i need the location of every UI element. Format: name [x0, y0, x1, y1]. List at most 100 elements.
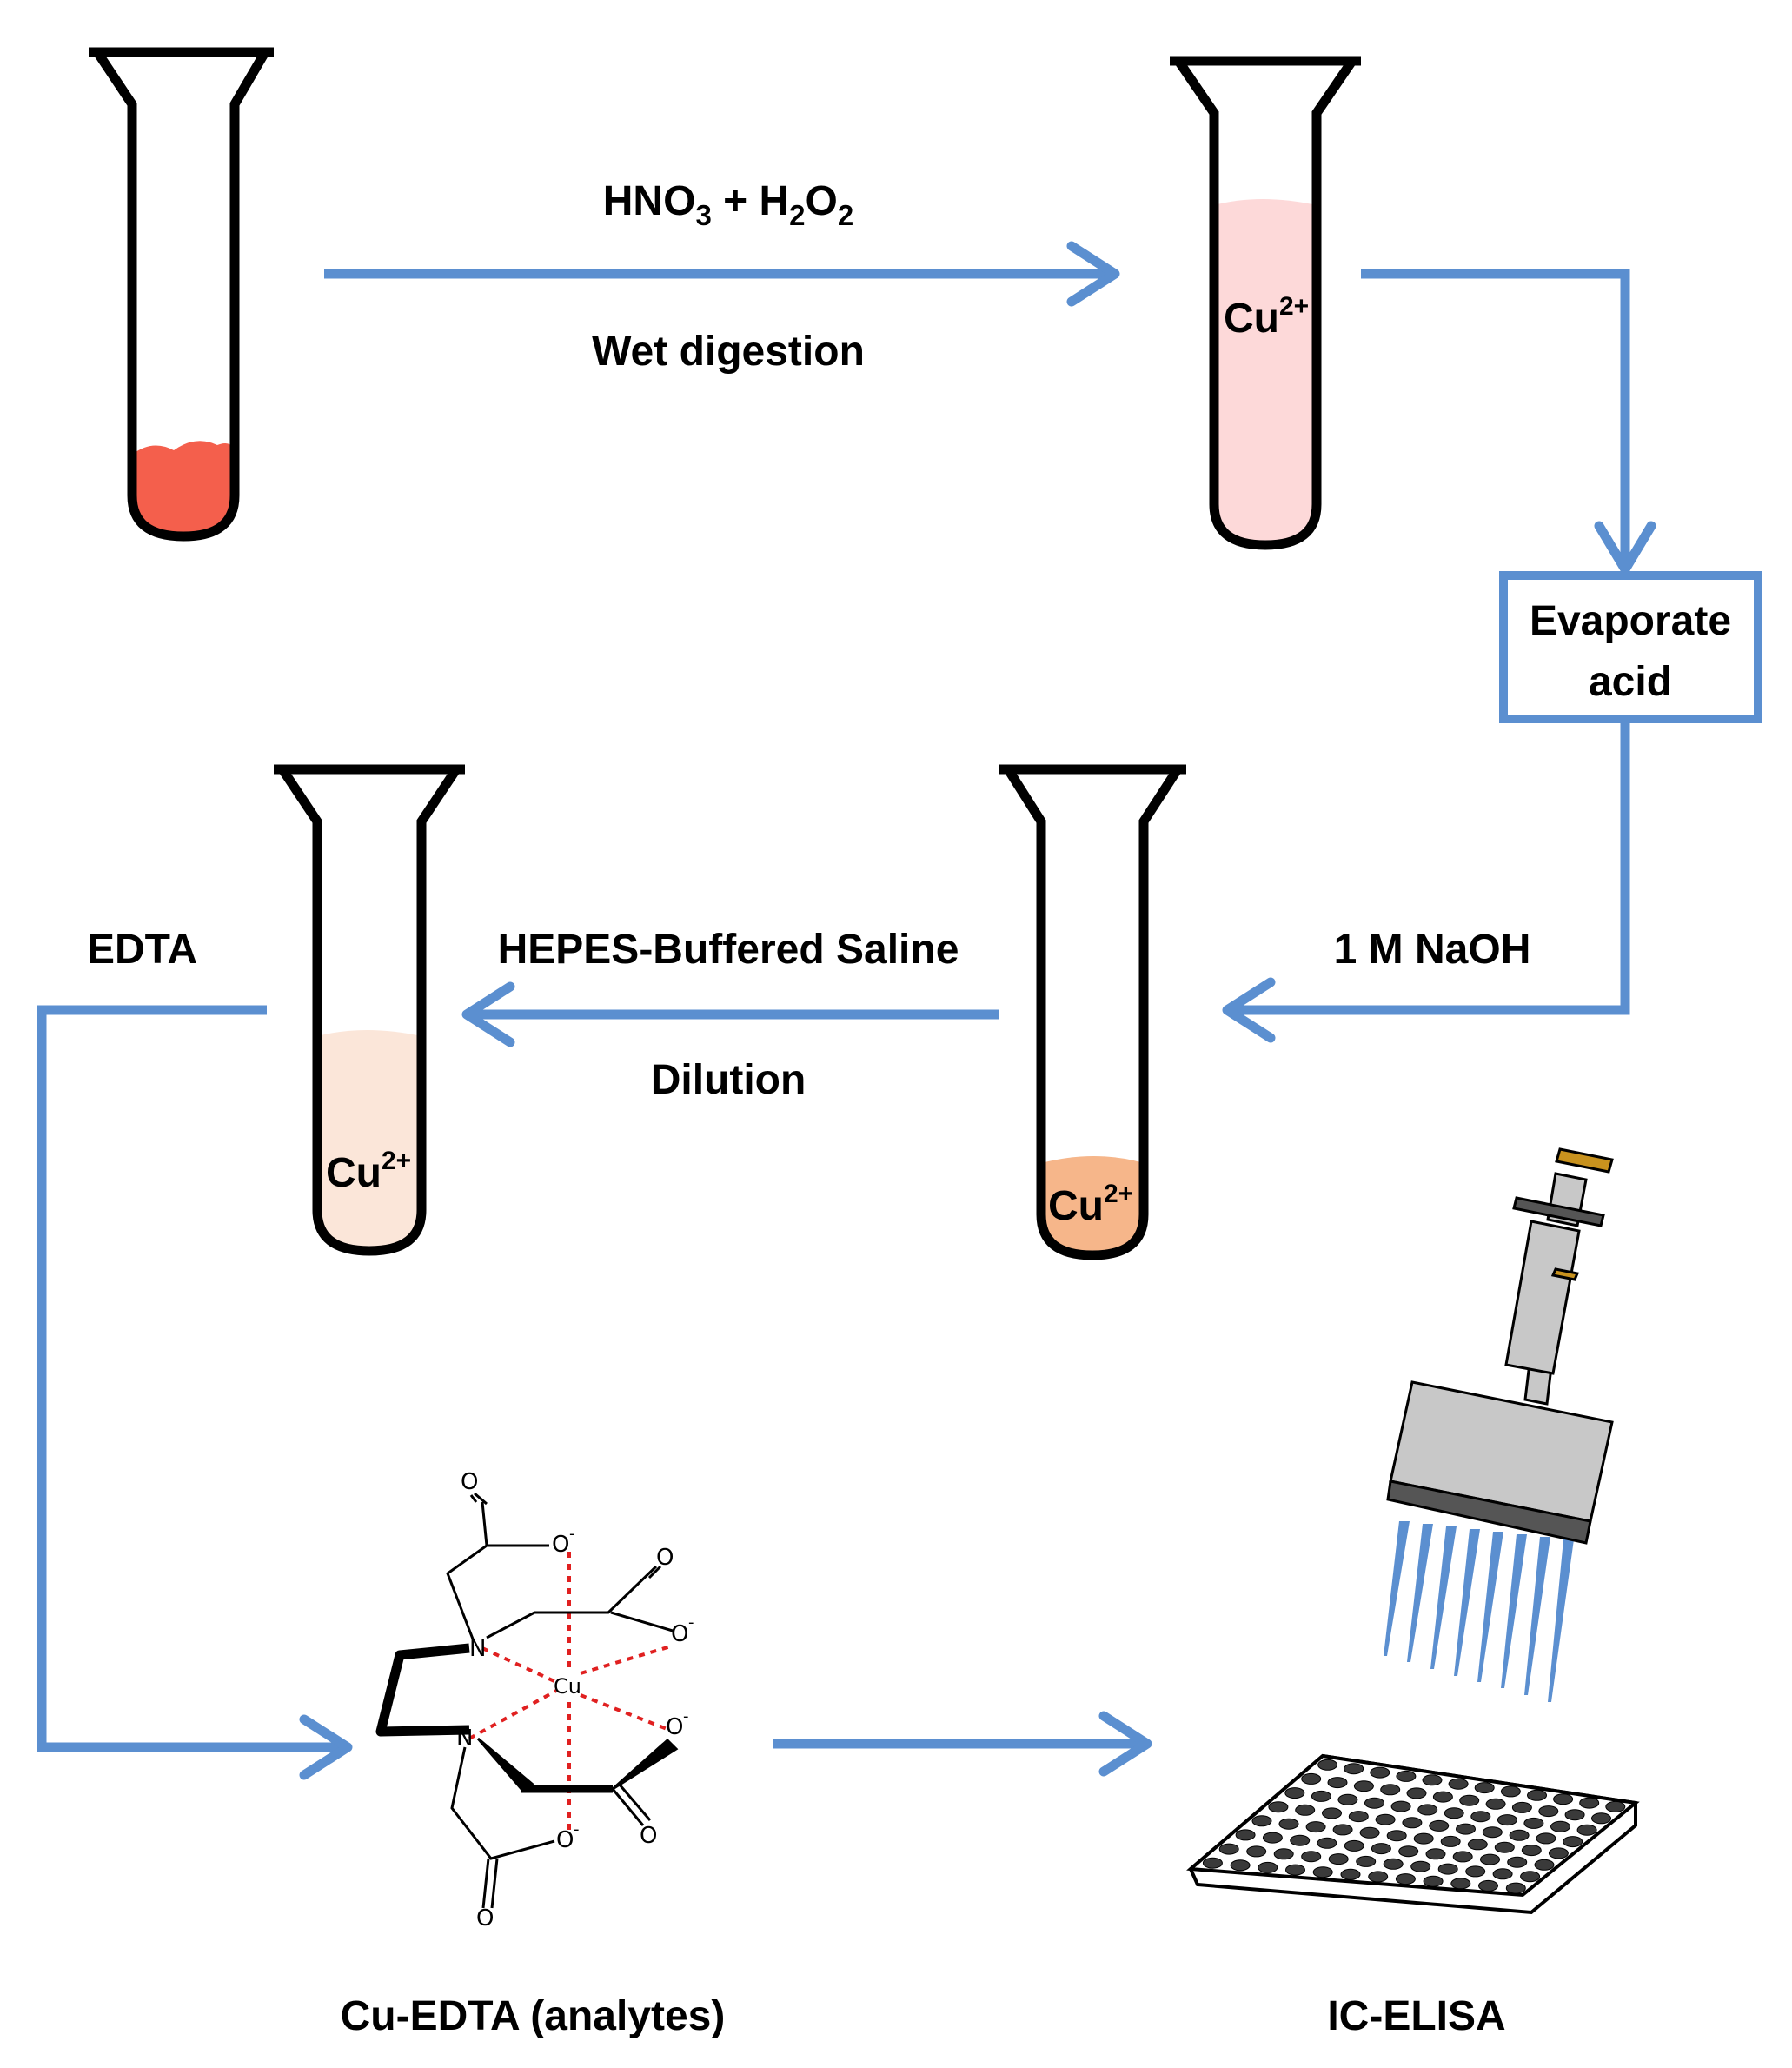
ic-elisa-label: IC-ELISA	[1327, 1993, 1505, 2039]
microplate-well	[1406, 1787, 1427, 1799]
dilution-process-label: Dilution	[651, 1057, 806, 1103]
diluted-cu-ion-label: Cu2+	[326, 1147, 411, 1196]
diluted-solution	[317, 1030, 421, 1251]
digest-tube: Cu2+	[1170, 56, 1361, 550]
microplate-well	[1579, 1797, 1600, 1809]
svg-text:O: O	[476, 1905, 494, 1932]
microplate-well	[1448, 1778, 1469, 1790]
microplate-well	[1534, 1859, 1555, 1871]
to-elisa-arrow	[773, 1711, 1152, 1777]
svg-text:-: -	[688, 1613, 694, 1632]
pipette-tips	[1384, 1521, 1574, 1702]
microplate-well	[1398, 1845, 1419, 1858]
microplate-well	[1417, 1804, 1438, 1816]
naoh-label: 1 M NaOH	[1334, 927, 1531, 973]
digestion-arrow	[324, 241, 1120, 307]
microplate-well	[1332, 1824, 1353, 1836]
cu-edta-label: Cu-EDTA (analytes)	[341, 1993, 726, 2039]
svg-text:O: O	[671, 1621, 688, 1647]
microplate-well	[1538, 1805, 1559, 1818]
naoh-tube: Cu2+	[999, 764, 1186, 1260]
microplate-well	[1348, 1811, 1369, 1823]
svg-text:Cu: Cu	[554, 1674, 581, 1699]
microplate-well	[1494, 1841, 1515, 1853]
microplate-well	[1301, 1851, 1322, 1863]
digest-cu-ion-label: Cu2+	[1224, 292, 1309, 342]
microplate-well	[1480, 1853, 1500, 1865]
microplate-well	[1370, 1766, 1390, 1779]
microplate-well	[1509, 1829, 1530, 1841]
microplate-well	[1311, 1790, 1331, 1802]
microplate-well	[1383, 1858, 1404, 1870]
microplate-well	[1284, 1787, 1305, 1799]
microplate-well	[1305, 1821, 1326, 1833]
microplate-well	[1470, 1811, 1491, 1823]
svg-text:N: N	[469, 1636, 486, 1662]
microplate-well	[1390, 1800, 1411, 1812]
microplate-well	[1511, 1801, 1532, 1813]
cu-edta-atom-labels: O O - O O - N Cu N O - O O - O	[456, 1469, 694, 1932]
microplate-well	[1553, 1793, 1574, 1805]
svg-text:O: O	[552, 1532, 569, 1558]
microplate-well	[1563, 1836, 1583, 1848]
svg-text:O: O	[666, 1714, 683, 1740]
microplate-well	[1218, 1843, 1239, 1855]
microplate-well	[1474, 1782, 1495, 1794]
naoh-arrow	[1222, 723, 1630, 1043]
microplate-well	[1429, 1819, 1450, 1832]
microplate-well	[1605, 1800, 1626, 1812]
microplate-well	[1536, 1832, 1556, 1845]
microplate-well	[1422, 1774, 1443, 1786]
microplate-well	[1521, 1845, 1542, 1857]
svg-text:O: O	[640, 1823, 657, 1849]
microplate-well	[1564, 1809, 1585, 1821]
microplate-wells	[1202, 1759, 1626, 1894]
evaporate-acid-box: Evaporate acid	[1499, 571, 1762, 723]
digestion-process-label: Wet digestion	[592, 329, 865, 375]
naoh-cu-ion-label: Cu2+	[1048, 1180, 1133, 1229]
microplate-well	[1375, 1813, 1396, 1825]
microplate-well	[1371, 1843, 1391, 1855]
microplate-well	[1507, 1856, 1528, 1868]
microplate-well	[1402, 1817, 1423, 1829]
microplate-icon	[1186, 1753, 1640, 1915]
microplate-well	[1548, 1847, 1569, 1859]
digest-solution	[1214, 199, 1317, 545]
microplate-well	[1591, 1812, 1611, 1825]
microplate-well	[1258, 1861, 1278, 1873]
microplate-well	[1444, 1807, 1464, 1819]
microplate-well	[1344, 1763, 1364, 1775]
microplate-well	[1492, 1868, 1513, 1880]
microplate-well	[1337, 1793, 1358, 1805]
microplate-well	[1432, 1791, 1453, 1803]
microplate-well	[1290, 1834, 1311, 1846]
microplate-well	[1452, 1851, 1473, 1863]
microplate-well	[1576, 1824, 1597, 1836]
svg-text:-: -	[683, 1707, 689, 1726]
microplate-well	[1437, 1863, 1458, 1875]
microplate-well	[1386, 1830, 1407, 1842]
multichannel-pipette-icon	[1384, 1147, 1614, 1702]
microplate-well	[1262, 1832, 1283, 1844]
svg-text:-: -	[569, 1525, 575, 1543]
microplate-well	[1520, 1871, 1541, 1883]
svg-text:O: O	[556, 1827, 574, 1853]
microplate-well	[1505, 1882, 1526, 1894]
svg-text:-: -	[574, 1820, 580, 1839]
microplate-well	[1322, 1807, 1342, 1819]
microplate-well	[1317, 1837, 1337, 1849]
microplate-well	[1467, 1839, 1488, 1851]
microplate-well	[1396, 1770, 1417, 1782]
microplate-well	[1327, 1777, 1348, 1789]
microplate-well	[1246, 1845, 1267, 1858]
microplate-well	[1465, 1865, 1486, 1878]
microplate-well	[1368, 1871, 1389, 1883]
microplate-well	[1550, 1820, 1570, 1832]
microplate-well	[1359, 1826, 1380, 1839]
microplate-well	[1482, 1826, 1503, 1839]
microplate-well	[1268, 1801, 1289, 1813]
microplate-well	[1364, 1797, 1384, 1809]
evaporate-line2: acid	[1589, 659, 1672, 705]
microplate-well	[1344, 1839, 1364, 1852]
sample-tube	[89, 47, 274, 542]
